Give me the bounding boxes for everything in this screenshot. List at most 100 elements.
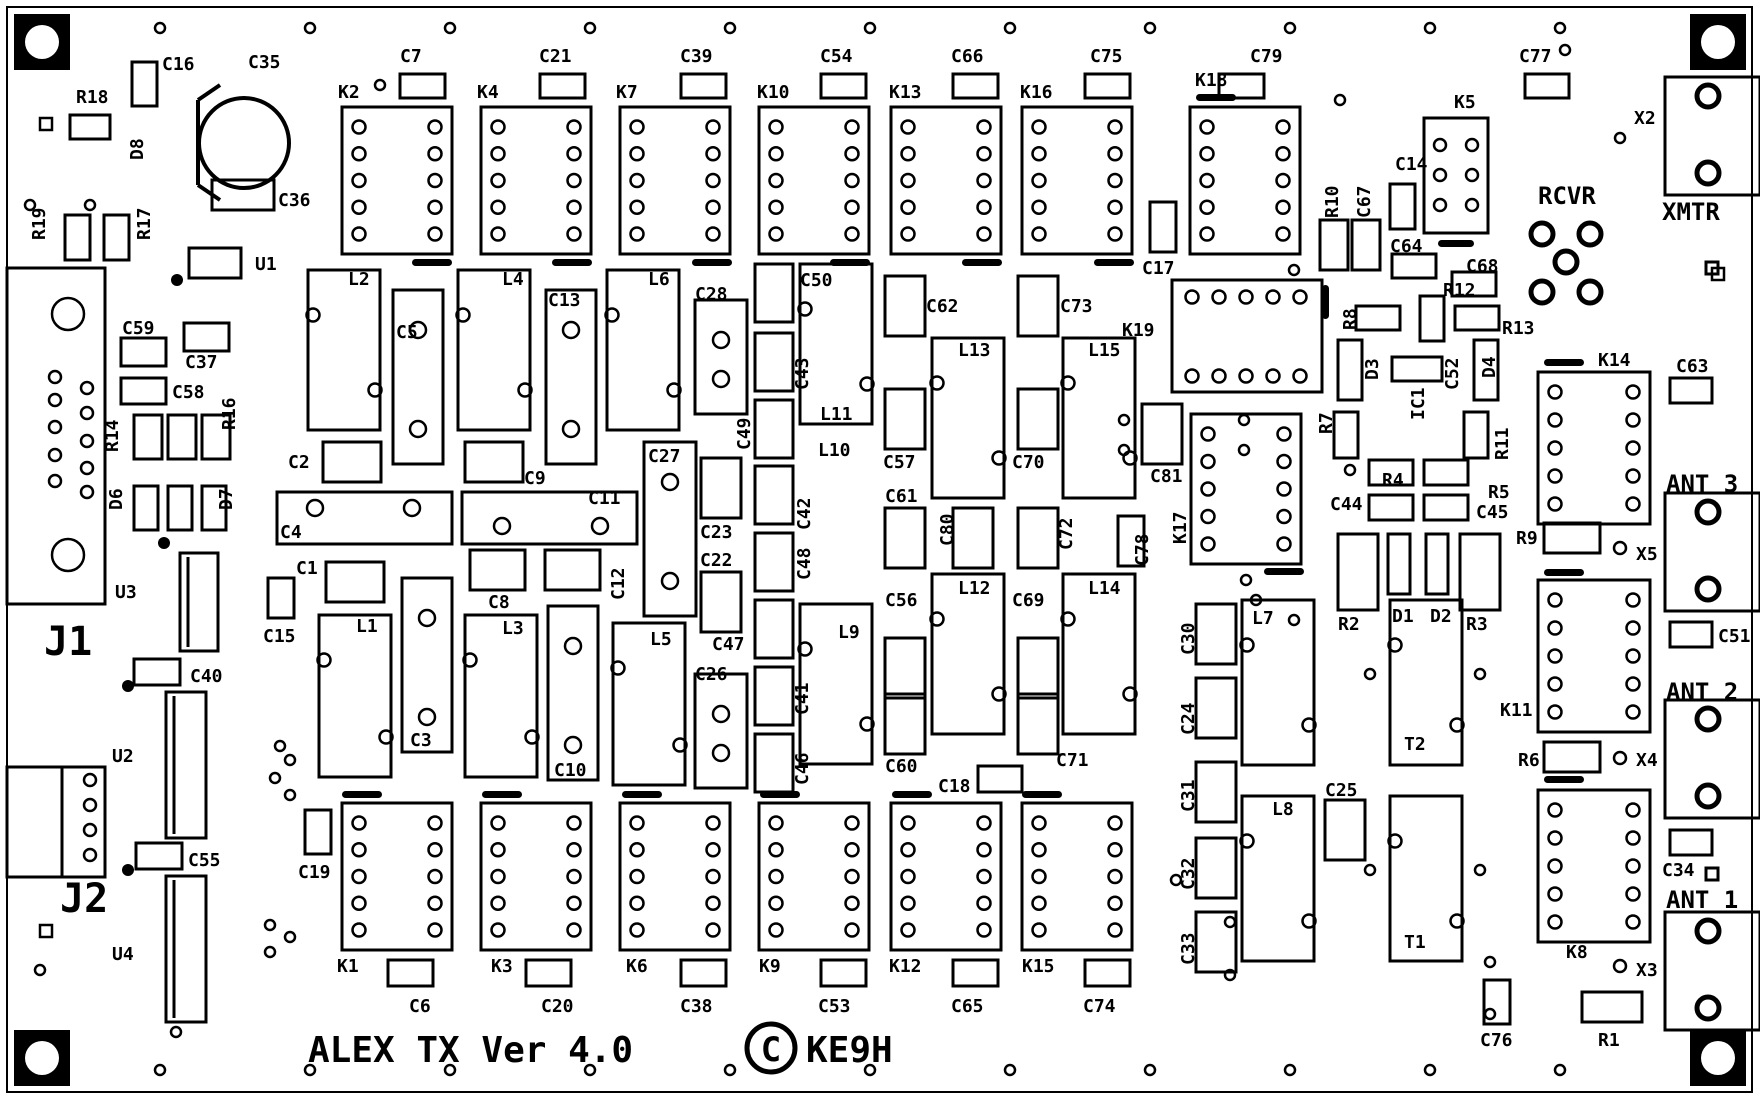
smd-outline [303, 808, 333, 856]
pad-ring [351, 842, 367, 858]
pad-ring [263, 918, 277, 932]
pad-ring [1612, 540, 1628, 556]
test-point [1704, 866, 1720, 882]
smd-outline [699, 570, 743, 634]
pad-ring [1694, 575, 1722, 603]
pad-ring [492, 516, 512, 536]
pad-ring [82, 797, 98, 813]
smd-outline [266, 576, 296, 620]
pad-ring [1625, 412, 1641, 428]
component-label: C12 [608, 567, 629, 600]
ic-outline [187, 246, 243, 280]
component-label: R11 [1492, 427, 1513, 460]
component-label: K14 [1598, 350, 1631, 371]
component-label: C68 [1466, 256, 1499, 277]
pad-ring [47, 419, 63, 435]
pad-ring [1199, 146, 1215, 162]
pad-ring [283, 753, 297, 767]
pad-ring [666, 382, 682, 398]
header-footprint [60, 765, 107, 879]
smd-outline [119, 336, 168, 368]
inductor-outline [611, 621, 687, 787]
component-label: L6 [648, 269, 670, 290]
pad-ring [976, 119, 992, 135]
pad-ring [566, 842, 582, 858]
pad-ring [900, 199, 916, 215]
pin1-marker [892, 791, 932, 798]
pad-ring [263, 945, 277, 959]
smd-outline [200, 413, 232, 461]
inductor-outline [1388, 794, 1464, 963]
component-label: R17 [134, 207, 155, 240]
mounting-hole-center [1701, 1041, 1735, 1075]
pad-ring [1249, 593, 1263, 607]
pad-ring [1275, 172, 1291, 189]
pad-ring [1613, 131, 1627, 145]
pad-ring [367, 382, 383, 398]
pad-ring [82, 847, 98, 863]
pad-ring [1031, 226, 1047, 242]
smd-outline [1016, 387, 1060, 451]
component-label: C81 [1150, 466, 1183, 487]
smd-outline [753, 665, 795, 727]
pad-ring [1301, 717, 1317, 733]
smd-outline [1668, 620, 1714, 649]
component-label: K12 [889, 956, 922, 977]
component-label: C53 [818, 996, 851, 1017]
pad-ring [443, 21, 457, 35]
pad-ring [563, 636, 583, 656]
component-label: C60 [885, 756, 918, 777]
smd-outline [1458, 532, 1502, 612]
pad-ring [1031, 868, 1047, 885]
pad-ring [844, 226, 860, 242]
component-label: X4 [1636, 750, 1658, 771]
smd-outline [132, 484, 160, 532]
pin1-marker [412, 259, 452, 266]
pad-ring [1625, 802, 1641, 818]
component-label: ANT 1 [1666, 886, 1738, 914]
pad-ring [859, 716, 875, 732]
smd-outline [679, 958, 728, 988]
pad-ring [1211, 289, 1227, 305]
component-label: K1 [337, 956, 359, 977]
pad-ring [1107, 815, 1123, 831]
test-point [1710, 266, 1726, 282]
inductor-outline [798, 602, 874, 766]
component-label: C48 [794, 547, 815, 580]
component-label: C45 [1476, 502, 1509, 523]
component-label: L10 [818, 440, 851, 461]
pad-ring [768, 199, 784, 215]
pad-ring [153, 21, 167, 35]
pad-ring [566, 895, 582, 911]
pad-ring [1239, 573, 1253, 587]
smd-outline [819, 72, 868, 100]
component-label: C26 [695, 664, 728, 685]
component-label: R9 [1516, 528, 1538, 549]
pad-ring [1547, 648, 1563, 664]
pad-ring [1387, 637, 1403, 653]
component-label: ANT 3 [1666, 470, 1738, 498]
component-label: C16 [162, 54, 195, 75]
pad-ring [1625, 496, 1641, 512]
component-label: L1 [356, 616, 378, 637]
pad-ring [427, 868, 443, 885]
component-label: C9 [524, 468, 546, 489]
component-label: C38 [680, 996, 713, 1017]
tall-capacitor-outline [693, 672, 749, 790]
component-label: D3 [1362, 358, 1383, 380]
pad-ring [1528, 220, 1556, 248]
pad-ring [79, 460, 95, 476]
pad-ring [490, 199, 506, 215]
smd-outline [883, 506, 927, 570]
component-label: C61 [885, 486, 918, 507]
pad-ring [1625, 592, 1641, 608]
component-label: C55 [188, 850, 221, 871]
smd-outline [883, 274, 927, 338]
component-label: U4 [112, 944, 134, 965]
pad-ring [1625, 384, 1641, 400]
pad-ring [1625, 620, 1641, 636]
pad-ring [1239, 637, 1255, 653]
pad-ring [1625, 704, 1641, 720]
pad-ring [1483, 955, 1497, 969]
pad-ring [1547, 384, 1563, 400]
